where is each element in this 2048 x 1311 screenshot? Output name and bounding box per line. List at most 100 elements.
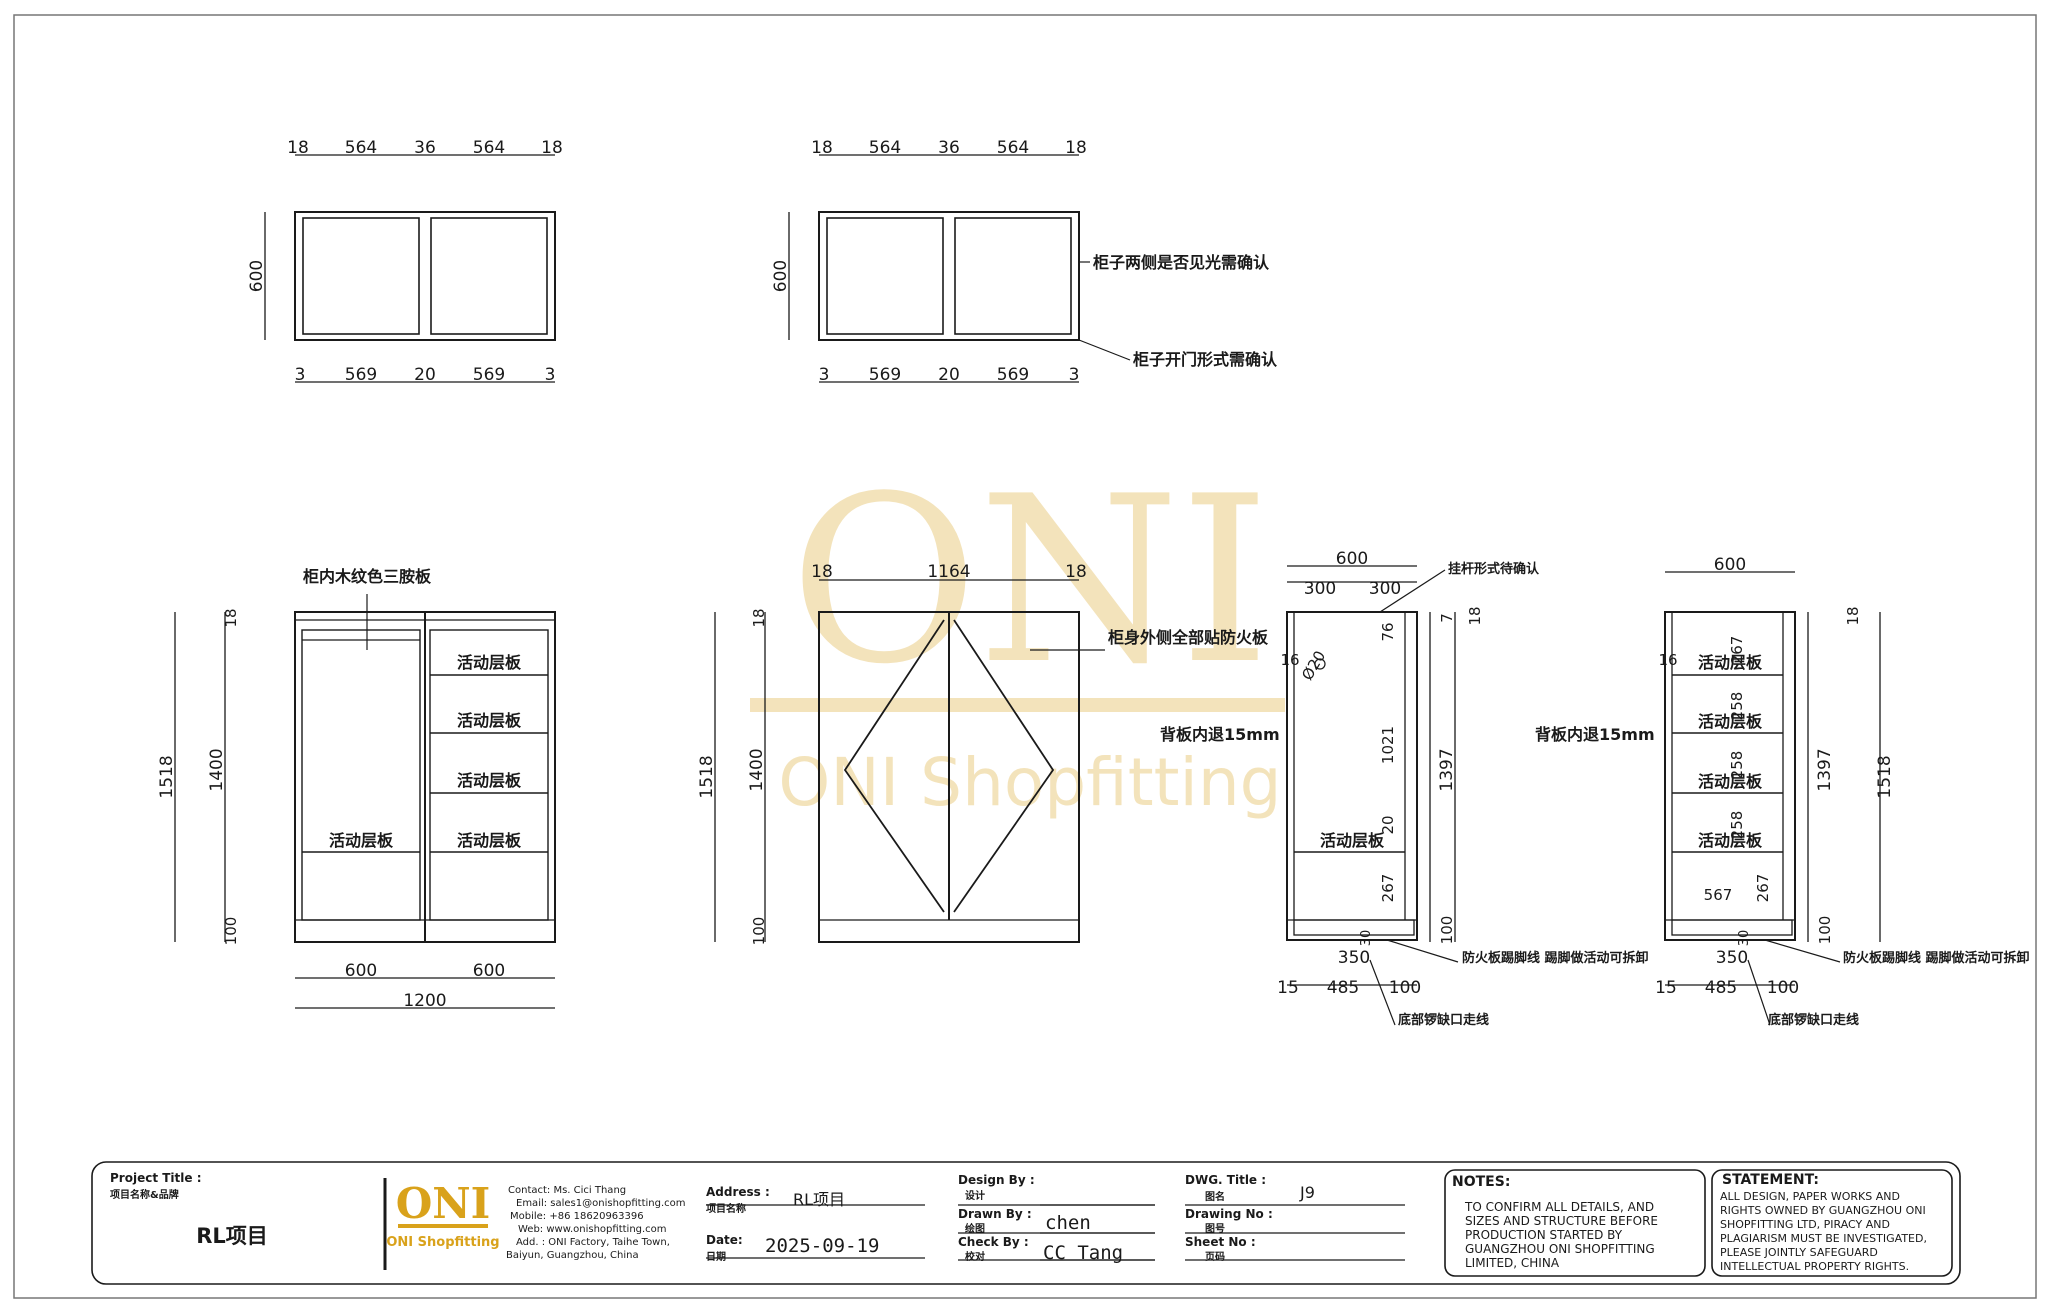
plan-1-dims: 18 564 36 564 18 3 569 20 569 3 600	[247, 138, 563, 385]
statement-title: STATEMENT:	[1722, 1172, 1819, 1188]
dim: 100	[1767, 978, 1799, 998]
dim: 15	[1655, 978, 1677, 998]
note-base: 底部锣缺口走线	[1768, 1012, 1859, 1028]
front-elevation-labels: 柜身外侧全部贴防火板 18 1164 18 1518 1400 18 100	[697, 562, 1269, 945]
dwg-title-cn: 图名	[1205, 1190, 1225, 1203]
check-by-value: CC Tang	[1043, 1242, 1123, 1264]
note-interior-material: 柜内木纹色三胺板	[303, 567, 432, 586]
note-sides-visible: 柜子两侧是否见光需确认	[1093, 253, 1270, 272]
notes-line: SIZES AND STRUCTURE BEFORE	[1465, 1214, 1658, 1228]
watermark-logo: ONI	[790, 448, 1271, 715]
dim: 36	[414, 138, 436, 158]
title-logo: ONI	[396, 1179, 491, 1228]
dim: 300	[1304, 579, 1336, 599]
dim: 3	[545, 365, 556, 385]
dim: 1400	[207, 748, 227, 791]
drawn-by-value: chen	[1045, 1212, 1091, 1234]
dim: 569	[997, 365, 1029, 385]
dim: 600	[247, 260, 267, 292]
shelf-label: 活动层板	[457, 771, 522, 790]
dim: 564	[473, 138, 505, 158]
dim: 100	[750, 917, 768, 946]
dim: 20	[414, 365, 436, 385]
front-elevation	[714, 579, 1105, 943]
contact-line: Contact: Ms. Cici Thang	[508, 1185, 626, 1196]
dim: 258	[1728, 811, 1746, 840]
statement-line: SHOPFITTING LTD, PIRACY AND	[1720, 1218, 1890, 1231]
shelf-label: 活动层板	[457, 831, 522, 850]
dim: 16	[1658, 651, 1677, 669]
dim: 36	[938, 138, 960, 158]
drawing-no-cn: 图号	[1205, 1223, 1225, 1235]
contact-line: Email: sales1@onishopfitting.com	[516, 1198, 686, 1209]
dim: 30	[1737, 930, 1752, 947]
address-value: RL项目	[793, 1190, 845, 1209]
interior-elevation	[174, 594, 556, 1009]
dim: 485	[1705, 978, 1737, 998]
dim: 18	[222, 608, 240, 627]
contact-line: Add. : ONI Factory, Taihe Town,	[516, 1237, 670, 1248]
dim: 18	[1065, 562, 1087, 582]
dim: 600	[473, 961, 505, 981]
drawing-no-label: Drawing No :	[1185, 1207, 1273, 1221]
dim: 100	[1389, 978, 1421, 998]
shelf-label: 活动层板	[1698, 653, 1763, 672]
dim: 569	[473, 365, 505, 385]
dim: 20	[1379, 815, 1397, 834]
dim: 564	[869, 138, 901, 158]
dim: 1397	[1815, 748, 1835, 791]
dim: 18	[1065, 138, 1087, 158]
dim: 267	[1728, 636, 1746, 665]
contact-line: Web: www.onishopfitting.com	[518, 1224, 667, 1235]
plan-2-dims: 18 564 36 564 18 3 569 20 569 3 600 柜子两侧…	[771, 138, 1278, 385]
notes-line: LIMITED, CHINA	[1465, 1256, 1560, 1270]
note-back-panel: 背板内退15mm	[1160, 725, 1280, 744]
statement-line: RIGHTS OWNED BY GUANGZHOU ONI	[1720, 1204, 1926, 1217]
dim: 18	[541, 138, 563, 158]
project-name: RL项目	[196, 1224, 268, 1248]
note-fire-board: 柜身外侧全部贴防火板	[1108, 628, 1269, 647]
address-cn: 项目名称	[706, 1202, 746, 1215]
contact-line: Mobile: +86 18620963396	[510, 1211, 644, 1222]
dim: 1164	[927, 562, 970, 582]
side-section-1	[1286, 565, 1459, 1026]
drawn-by-cn: 绘图	[965, 1222, 985, 1235]
interior-elevation-labels: 柜内木纹色三胺板 活动层板 活动层板 活动层板 活动层板 活动层板 1518 1…	[157, 567, 522, 1011]
dim: 7	[1438, 613, 1456, 623]
title-logo-sub: ONI Shopfitting	[386, 1235, 499, 1250]
drawn-by-label: Drawn By :	[958, 1207, 1032, 1221]
dim: 76	[1379, 622, 1397, 641]
watermark: ONI ONI Shopfitting	[750, 448, 1285, 821]
design-by-label: Design By :	[958, 1173, 1035, 1187]
shelf-label: 活动层板	[1698, 831, 1763, 850]
date-cn: 日期	[706, 1250, 726, 1263]
side-section-1-labels: 挂杆形式待确认 背板内退15mm 活动层板 防火板踢脚线 踢脚做活动可拆卸 底部…	[1160, 549, 1649, 1028]
watermark-bar	[750, 698, 1285, 712]
statement-line: INTELLECTUAL PROPERTY RIGHTS.	[1720, 1260, 1909, 1273]
note-kick: 防火板踢脚线 踢脚做活动可拆卸	[1843, 950, 2030, 966]
shelf-label: 活动层板	[1320, 831, 1385, 850]
title-block-frame	[91, 1161, 1961, 1285]
dim: 267	[1379, 874, 1397, 903]
design-by-cn: 设计	[965, 1189, 985, 1202]
dim: 564	[997, 138, 1029, 158]
dim: 18	[811, 138, 833, 158]
watermark-text: ONI Shopfitting	[778, 744, 1281, 821]
notes-line: GUANGZHOU ONI SHOPFITTING	[1465, 1242, 1655, 1256]
plan-view-2	[788, 154, 1131, 383]
dim: 18	[750, 608, 768, 627]
dim: 3	[295, 365, 306, 385]
note-kick: 防火板踢脚线 踢脚做活动可拆卸	[1462, 950, 1649, 966]
shelf-label: 活动层板	[457, 711, 522, 730]
dim: 600	[771, 260, 791, 292]
dwg-title-label: DWG. Title :	[1185, 1173, 1266, 1187]
dim: 350	[1716, 948, 1748, 968]
dim: 1518	[1875, 755, 1895, 798]
side-section-2-labels: 背板内退15mm 活动层板 活动层板 活动层板 活动层板 防火板踢脚线 踢脚做活…	[1535, 555, 2030, 1028]
dim: 3	[1069, 365, 1080, 385]
dim: 18	[1466, 606, 1484, 625]
dim: 100	[1438, 916, 1456, 945]
statement-line: ALL DESIGN, PAPER WORKS AND	[1720, 1190, 1900, 1203]
dim: 569	[345, 365, 377, 385]
dim: 1200	[403, 991, 446, 1011]
